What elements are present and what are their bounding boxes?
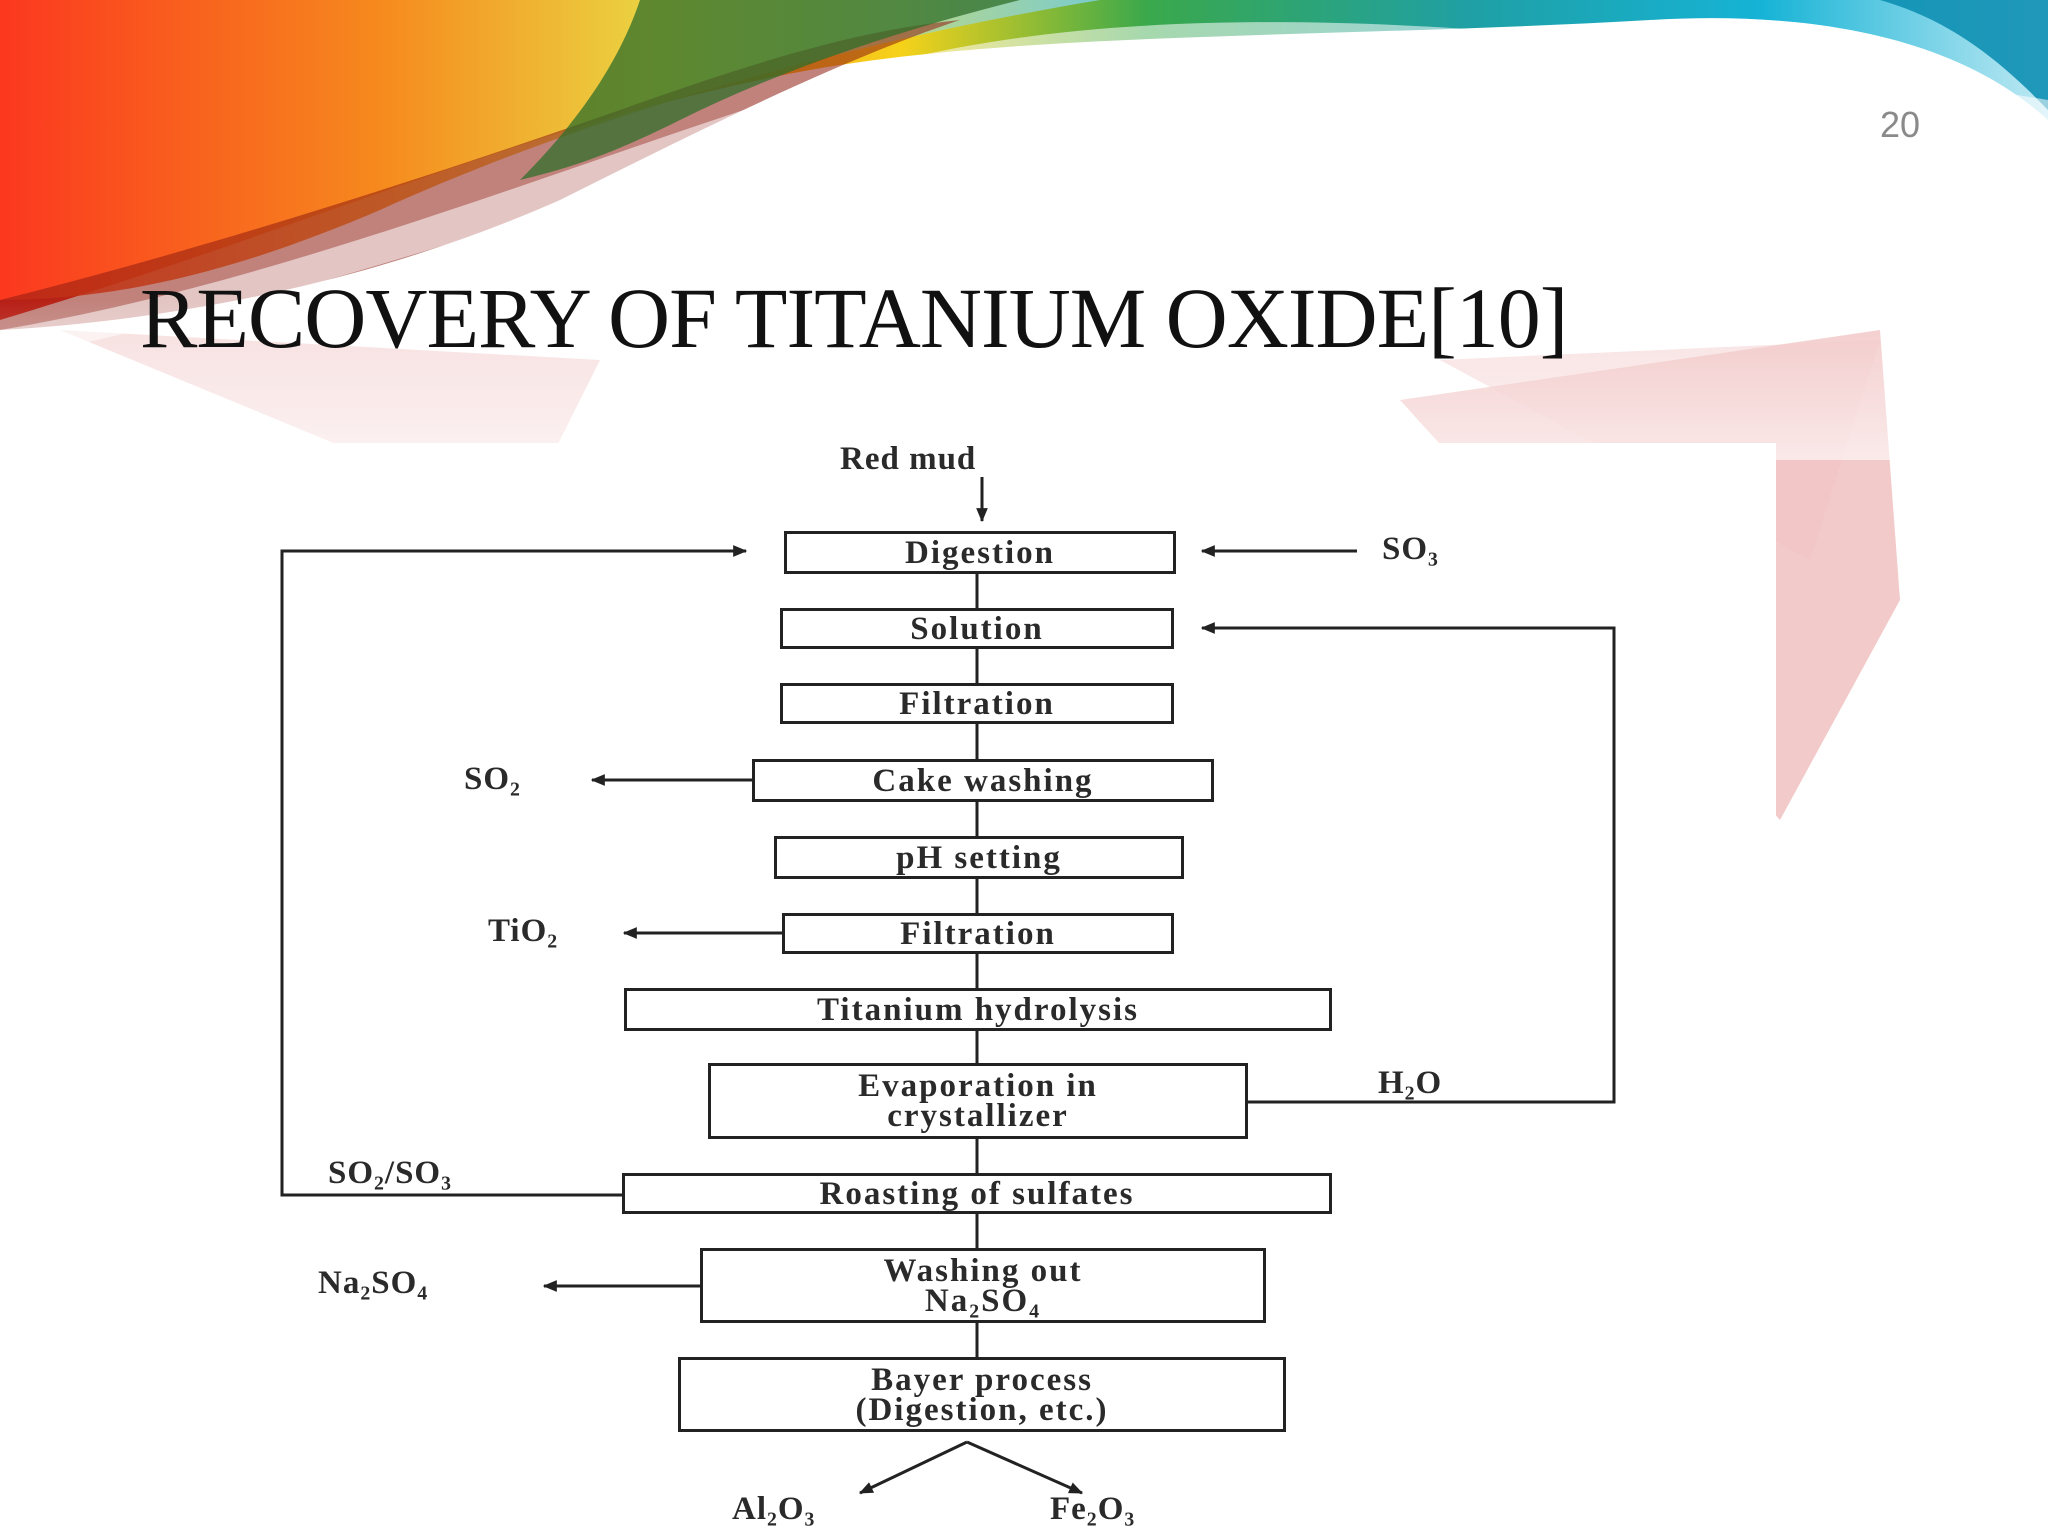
step-titanium-hydrolysis: Titanium hydrolysis	[624, 988, 1332, 1031]
step-filtration-1: Filtration	[780, 683, 1174, 724]
slide-title: RECOVERY OF TITANIUM OXIDE[10]	[140, 268, 1567, 368]
arrow-al2o3	[860, 1442, 967, 1493]
page-number: 20	[1820, 104, 1920, 146]
label-so3-in: SO₃	[1382, 531, 1439, 568]
label-so2-so3: SO₂/SO₃	[328, 1155, 452, 1192]
arrow-fe2o3	[967, 1442, 1082, 1493]
step-ph-setting: pH setting	[774, 836, 1184, 879]
step-digestion: Digestion	[784, 531, 1176, 574]
process-flowchart: Red mud Digestion Solution Filtration Ca…	[222, 443, 1776, 1536]
label-tio2-out: TiO₂	[488, 913, 558, 950]
label-al2o3: Al₂O₃	[732, 1491, 815, 1528]
label-so2-out: SO₂	[464, 761, 521, 798]
step-washing-out: Washing out Na₂SO₄	[700, 1248, 1266, 1323]
label-fe2o3: Fe₂O₃	[1050, 1491, 1135, 1528]
step-bayer-process: Bayer process (Digestion, etc.)	[678, 1357, 1286, 1432]
input-label: Red mud	[840, 441, 976, 478]
step-filtration-2: Filtration	[782, 913, 1174, 954]
label-na2so4-out: Na₂SO₄	[318, 1265, 428, 1302]
step-evaporation: Evaporation in crystallizer	[708, 1063, 1248, 1139]
loop-so2-so3-recycle	[282, 551, 746, 1195]
step-solution: Solution	[780, 608, 1174, 649]
label-h2o: H₂O	[1378, 1065, 1442, 1102]
step-cake-washing: Cake washing	[752, 759, 1214, 802]
step-roasting: Roasting of sulfates	[622, 1173, 1332, 1214]
